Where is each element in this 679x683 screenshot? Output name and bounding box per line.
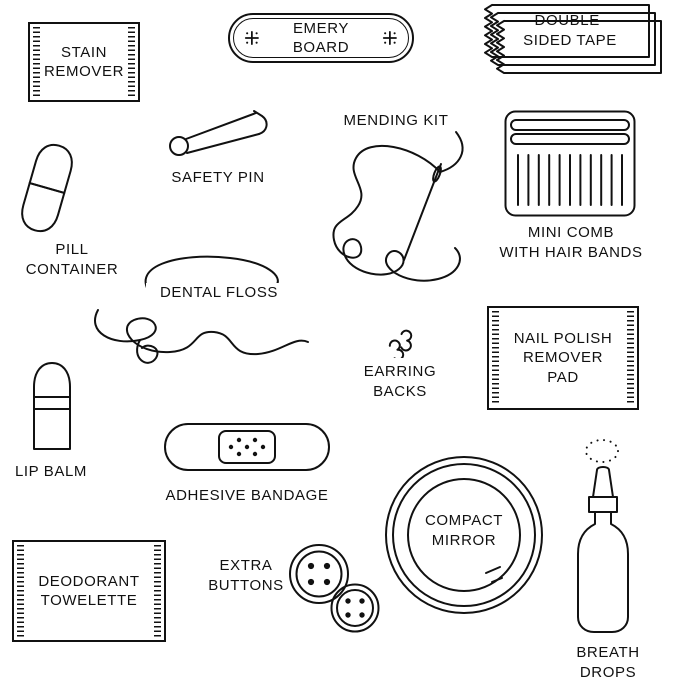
mini-comb-label: MINI COMB WITH HAIR BANDS	[499, 224, 643, 261]
mini-comb-icon	[504, 110, 636, 217]
double-sided-tape-label: DOUBLE- SIDED TAPE	[523, 12, 617, 49]
mini-comb-item	[504, 110, 636, 217]
deodorant-towelette-label: DEODORANT TOWELETTE	[38, 572, 140, 610]
tape-sheets-icon	[484, 3, 662, 74]
dental-floss-item: DENTAL FLOSS	[88, 250, 316, 375]
safety-pin-icon	[169, 110, 268, 156]
compact-mirror-icon	[385, 456, 543, 614]
deodorant-towelette-item: DEODORANT TOWELETTE	[12, 540, 166, 642]
lip-balm-item	[26, 357, 78, 455]
dental-floss-label: DENTAL FLOSS	[146, 283, 292, 303]
stain-remover-label: STAIN REMOVER	[43, 43, 125, 81]
mending-kit-item	[328, 128, 478, 296]
nail-polish-pad-label: NAIL POLISH REMOVER PAD	[513, 329, 613, 386]
adhesive-bandage-icon	[164, 423, 330, 471]
nail-polish-pad-packet-icon: NAIL POLISH REMOVER PAD	[487, 306, 639, 410]
earring-backs-label: EARRING BACKS	[363, 363, 437, 400]
breath-drops-label: BREATH DROPS	[576, 644, 640, 681]
mending-kit-label: MENDING KIT	[343, 112, 449, 129]
earring-backs-icon	[388, 329, 413, 358]
deodorant-towelette-packet-icon: DEODORANT TOWELETTE	[12, 540, 166, 642]
sparkle-icon	[383, 30, 398, 46]
emery-board-icon: EMERY BOARD	[228, 13, 414, 63]
safety-pin-item	[166, 104, 270, 162]
emery-board-label: EMERY BOARD	[292, 19, 350, 57]
double-sided-tape-item: DOUBLE- SIDED TAPE	[477, 3, 665, 77]
sparkle-icon	[244, 30, 259, 46]
extra-buttons-item	[282, 542, 388, 636]
breath-drops-item	[572, 437, 644, 642]
pill-capsule-icon	[21, 143, 73, 233]
safety-pin-label: SAFETY PIN	[171, 169, 265, 186]
breath-drops-bottle-icon	[577, 439, 629, 633]
adhesive-bandage-label: ADHESIVE BANDAGE	[165, 487, 329, 504]
extra-buttons-label: EXTRA BUTTONS	[208, 557, 284, 594]
stain-remover-packet-icon: STAIN REMOVER	[28, 22, 140, 102]
needle-and-thread-icon	[332, 131, 464, 282]
floss-thread-icon	[94, 255, 309, 364]
lip-balm-icon	[33, 362, 71, 450]
adhesive-bandage-item	[162, 416, 332, 478]
stain-remover-item: STAIN REMOVER	[28, 22, 140, 102]
compact-mirror-item: COMPACT MIRROR	[382, 455, 546, 615]
pill-container-item	[12, 138, 82, 238]
nail-polish-pad-item: NAIL POLISH REMOVER PAD	[487, 306, 639, 410]
pill-container-label: PILL CONTAINER	[25, 241, 119, 278]
lip-balm-label: LIP BALM	[14, 463, 88, 480]
compact-mirror-label: COMPACT MIRROR	[424, 512, 504, 549]
buttons-icon	[289, 544, 380, 633]
earring-backs-item	[386, 326, 424, 358]
emery-board-item: EMERY BOARD	[228, 13, 414, 63]
